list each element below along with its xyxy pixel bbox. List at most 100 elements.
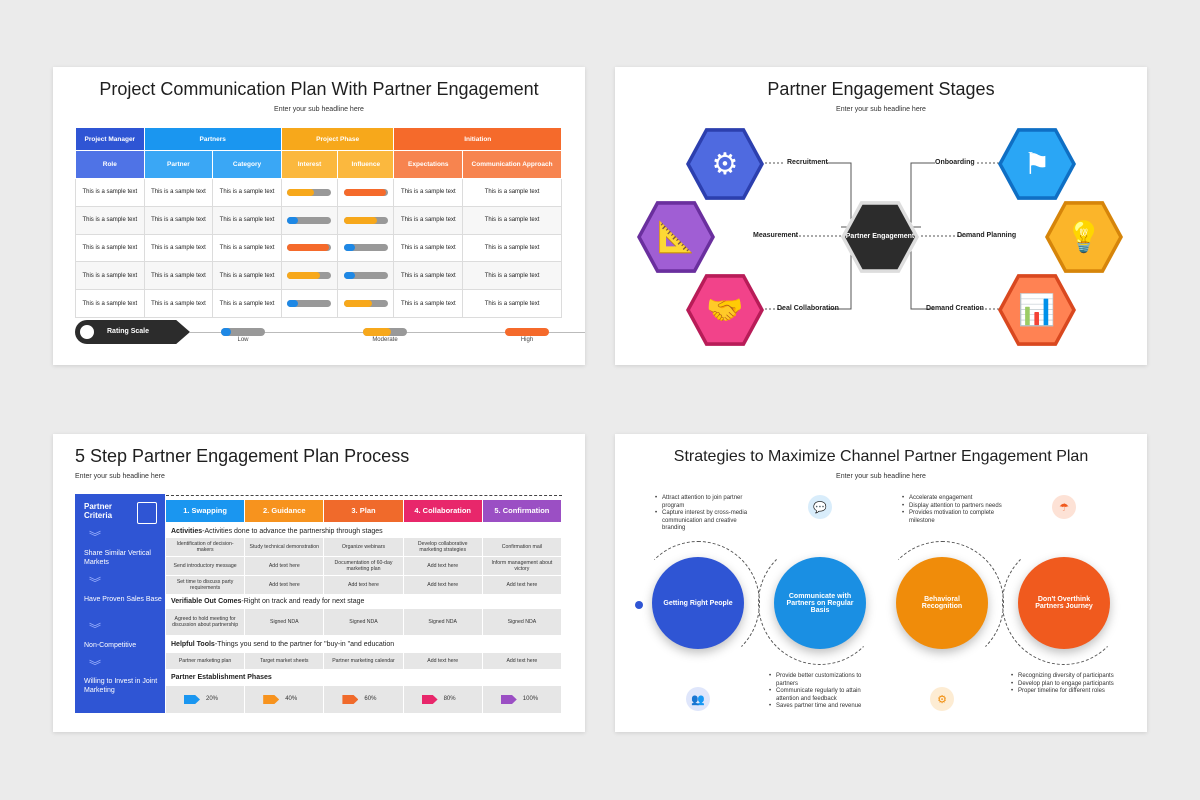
table-cell: This is a sample text [393,289,464,318]
label-onboarding: Onboarding [935,159,975,166]
phase-cell: 100% [482,686,561,713]
grid-cell: Add text here [482,576,561,594]
circle-communicate: Communicate with Partners on Regular Bas… [774,557,866,649]
table-cell [280,261,339,291]
onboarding-icon: ⚑ [1002,131,1072,197]
group-header: Initiation [393,127,562,151]
bullet-item: Provide better customizations to partner… [769,673,879,688]
grid-cell: Target market sheets [245,653,324,669]
bullet-item: Accelerate engagement [902,495,1002,503]
grid-cell: Signed NDA [403,609,482,635]
bullet-item: Provides motivation to complete mileston… [902,510,1002,525]
phase-arrow-icon [500,695,517,704]
group-header: Partners [143,127,282,151]
handshake-icon: 🤝 [690,277,760,343]
chevron-down-icon: ︾ [89,530,102,544]
phase-cell: 20% [166,686,245,713]
scale-low-bar [221,328,265,336]
table-cell: This is a sample text [393,233,464,263]
table-cell: This is a sample text [212,289,282,318]
grid-cell: Signed NDA [482,609,561,635]
grid-cell: Signed NDA [245,609,324,635]
grid-cell: Inform management about victory [482,557,561,575]
slide3-subtitle: Enter your sub headline here [75,473,165,480]
bullets-strategy-3: Accelerate engagementDisplay attention t… [902,495,1002,525]
grid-cell: Set time to discuss party requirements [166,576,245,594]
table-cell: This is a sample text [143,205,214,235]
stage-connectors [761,162,999,310]
phase-percent: 60% [364,696,377,702]
table-cell: This is a sample text [212,205,282,235]
table-cell [280,289,339,318]
column-header: Influence [337,150,395,179]
bullets-strategy-2: Provide better customizations to partner… [769,673,879,711]
measurement-icon: 📐 [641,204,711,270]
grid-cell: Partner marketing plan [166,653,245,669]
interest-bar [287,244,332,252]
grid-cell: Signed NDA [324,609,403,635]
circle-dont-overthink: Don't Overthink Partners Journey [1018,557,1110,649]
table-row: This is a sample text This is a sample te… [75,261,562,291]
grid-cell: Add text here [482,653,561,669]
slide4-subtitle: Enter your sub headline here [836,473,926,480]
label-demand-planning: Demand Planning [957,232,1017,239]
clipboard-icon [137,502,157,524]
table-cell: This is a sample text [75,289,145,318]
checklist-icon [78,323,96,341]
grid-cell: Add text here [245,557,324,575]
step-header: 1. Swapping [166,500,245,522]
table-cell: This is a sample text [462,289,562,318]
criteria-title: Partner Criteria [84,502,113,520]
table-cell: This is a sample text [462,261,562,291]
bullet-item: Develop plan to engage participants [1011,681,1126,689]
grid-cell: Agreed to hold meeting for discussion ab… [166,609,245,635]
table-cell [337,205,395,235]
table-cell: This is a sample text [393,205,464,235]
center-label: Partner Engagement [845,204,915,270]
label-demand-creation: Demand Creation [926,305,984,312]
phase-percent: 100% [522,696,539,702]
phase-arrow-icon [184,695,200,704]
scale-label-high: High [520,337,534,343]
table-cell: This is a sample text [143,289,214,318]
hex-demand-planning: 💡 [1045,201,1123,273]
grid-cell: Partner marketing calendar [324,653,403,669]
phase-percent: 80% [443,696,456,702]
grid-cell: Add text here [403,576,482,594]
phase-arrow-icon [263,695,280,704]
group-header: Project Manager [75,127,145,151]
table-cell [280,178,339,207]
influence-bar [343,216,388,224]
team-icon: 👥 [686,687,710,711]
slide-strategies: Strategies to Maximize Channel Partner E… [615,434,1147,732]
table-cell: This is a sample text [212,233,282,263]
grid-cell: Documentation of 60-day marketing plan [324,557,403,575]
column-header: Role [75,150,145,179]
rating-scale-label: Rating Scale [107,328,150,335]
table-cell [337,289,395,318]
hex-recruitment: ⚙ [686,128,764,200]
bullet-item: Capture interest by cross-media communic… [655,510,755,533]
step-header: 2. Guidance [245,500,324,522]
scale-label-moderate: Moderate [372,337,398,343]
table-cell: This is a sample text [462,233,562,263]
grid-cell: Add text here [403,653,482,669]
grid-cell: Identification of decision-makers [166,538,245,556]
circle-behavioral-recognition: Behavioral Recognition [896,557,988,649]
phase-arrow-icon [342,695,359,704]
scale-high-bar [505,328,549,336]
slide2-subtitle: Enter your sub headline here [836,106,926,113]
recruitment-icon: ⚙ [690,131,760,197]
communication-table: Project Manager Partners Project Phase I… [75,127,562,318]
ring-2 [758,541,882,665]
circle-getting-right-people: Getting Right People [652,557,744,649]
table-cell: This is a sample text [143,261,214,291]
hex-measurement: 📐 [637,201,715,273]
scale-moderate-bar [363,328,407,336]
column-header: Interest [280,150,339,179]
bullets-strategy-4: Recognizing diversity of participantsDev… [1011,673,1126,696]
table-cell [280,233,339,263]
table-cell: This is a sample text [212,178,282,207]
hex-onboarding: ⚑ [998,128,1076,200]
